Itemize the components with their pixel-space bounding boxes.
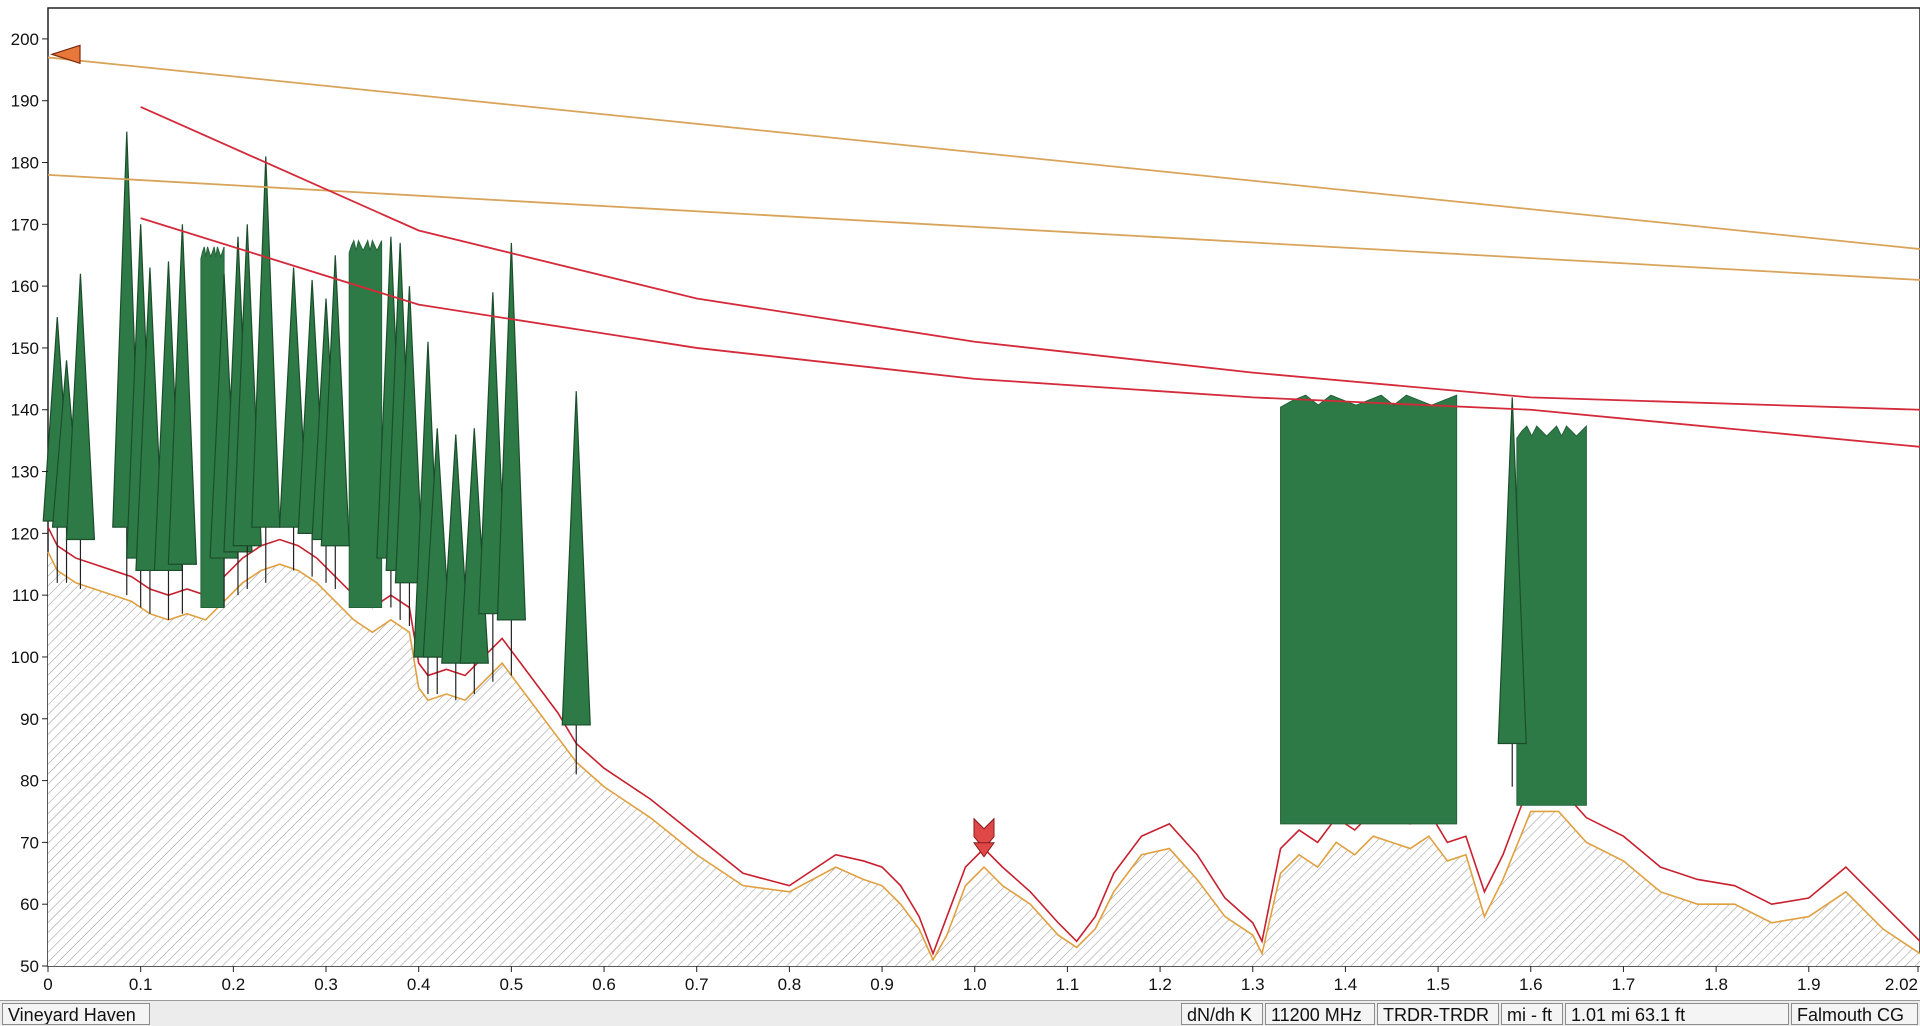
x-tick-label: 0.4 — [407, 975, 431, 994]
x-tick-label: 1.0 — [963, 975, 987, 994]
y-tick-label: 80 — [20, 772, 39, 791]
tree — [496, 242, 526, 621]
x-tick-label: 0.8 — [778, 975, 802, 994]
y-tick-label: 150 — [11, 339, 39, 358]
tree-group — [348, 239, 383, 609]
fresnel-line — [140, 217, 1920, 448]
tree — [1497, 397, 1527, 745]
fresnel-line — [140, 106, 1920, 411]
tree — [561, 391, 591, 726]
terrain-fill — [48, 551, 1920, 966]
y-tick-label: 140 — [11, 401, 39, 420]
tree — [422, 428, 452, 658]
status-refraction: dN/dh K — [1181, 1003, 1263, 1025]
x-tick-label: 1.3 — [1241, 975, 1265, 994]
y-tick-label: 100 — [11, 648, 39, 667]
axis-layer: 50 60 70 80 90 100 110 120 130 140 150 160 170 180 190… — [11, 30, 1919, 994]
x-tick-label: 0.3 — [314, 975, 338, 994]
tree — [478, 292, 508, 615]
tree — [135, 267, 165, 572]
y-tick-label: 50 — [20, 957, 39, 976]
terrain-layer — [47, 526, 1920, 966]
y-tick-label: 200 — [11, 30, 39, 49]
terrain-line — [47, 551, 1920, 962]
x-tick-label: 1.8 — [1704, 975, 1728, 994]
status-left-site: Vineyard Haven — [2, 1003, 150, 1025]
path-profile-chart[interactable]: 50 60 70 80 90 100 110 120 130 140 150 160 170 180 190… — [0, 0, 1920, 1000]
cursor-marker-tip — [973, 842, 995, 858]
tree — [441, 434, 471, 664]
y-tick-label: 90 — [20, 710, 39, 729]
tree-group — [1516, 424, 1587, 806]
y-tick-label: 70 — [20, 833, 39, 852]
y-tick-label: 120 — [11, 524, 39, 543]
y-tick-label: 170 — [11, 215, 39, 234]
x-tick-label: 1.7 — [1612, 975, 1636, 994]
x-tick-label: 0.5 — [500, 975, 524, 994]
marker-layer — [50, 44, 995, 858]
earth-curve-line — [47, 526, 1920, 956]
y-tick-label: 110 — [12, 586, 39, 605]
status-frequency: 11200 MHz — [1265, 1003, 1375, 1025]
x-tick-label: 1.2 — [1148, 975, 1172, 994]
tree-group — [1280, 394, 1458, 825]
x-tick-label: 1.5 — [1426, 975, 1450, 994]
x-tick-label: 1.6 — [1519, 975, 1543, 994]
status-units: mi - ft — [1501, 1003, 1563, 1025]
x-tick-label: 2.02 — [1885, 975, 1918, 994]
x-tick-label: 1.9 — [1797, 975, 1821, 994]
tree-layer — [42, 131, 1587, 825]
y-tick-label: 60 — [20, 895, 39, 914]
status-bar: Vineyard Haven dN/dh K 11200 MHz TRDR-TR… — [0, 1000, 1920, 1026]
tree — [394, 286, 425, 584]
cursor-marker — [973, 817, 995, 850]
y-tick-label: 160 — [11, 277, 39, 296]
tree — [167, 224, 198, 565]
y-tick-label: 180 — [11, 154, 39, 173]
x-tick-label: 0.6 — [592, 975, 616, 994]
tree — [320, 255, 350, 547]
status-right-site: Falmouth CG — [1791, 1003, 1918, 1025]
x-tick-label: 1.4 — [1334, 975, 1358, 994]
tree — [251, 156, 281, 528]
fresnel-line — [47, 173, 1920, 281]
fresnel-line — [47, 56, 1920, 250]
x-tick-label: 0.7 — [685, 975, 709, 994]
status-mode: TRDR-TRDR — [1377, 1003, 1499, 1025]
x-tick-label: 1.1 — [1056, 975, 1080, 994]
left-antenna-marker — [50, 44, 81, 65]
line-layer — [47, 56, 1920, 448]
x-tick-label: 0.1 — [129, 975, 153, 994]
status-cursor: 1.01 mi 63.1 ft — [1565, 1003, 1789, 1025]
y-tick-label: 130 — [11, 463, 39, 482]
y-tick-label: 190 — [11, 92, 39, 111]
x-tick-label: 0 — [43, 975, 52, 994]
tree — [278, 267, 309, 528]
x-tick-label: 0.9 — [870, 975, 894, 994]
x-tick-label: 0.2 — [222, 975, 246, 994]
tree — [65, 273, 96, 541]
